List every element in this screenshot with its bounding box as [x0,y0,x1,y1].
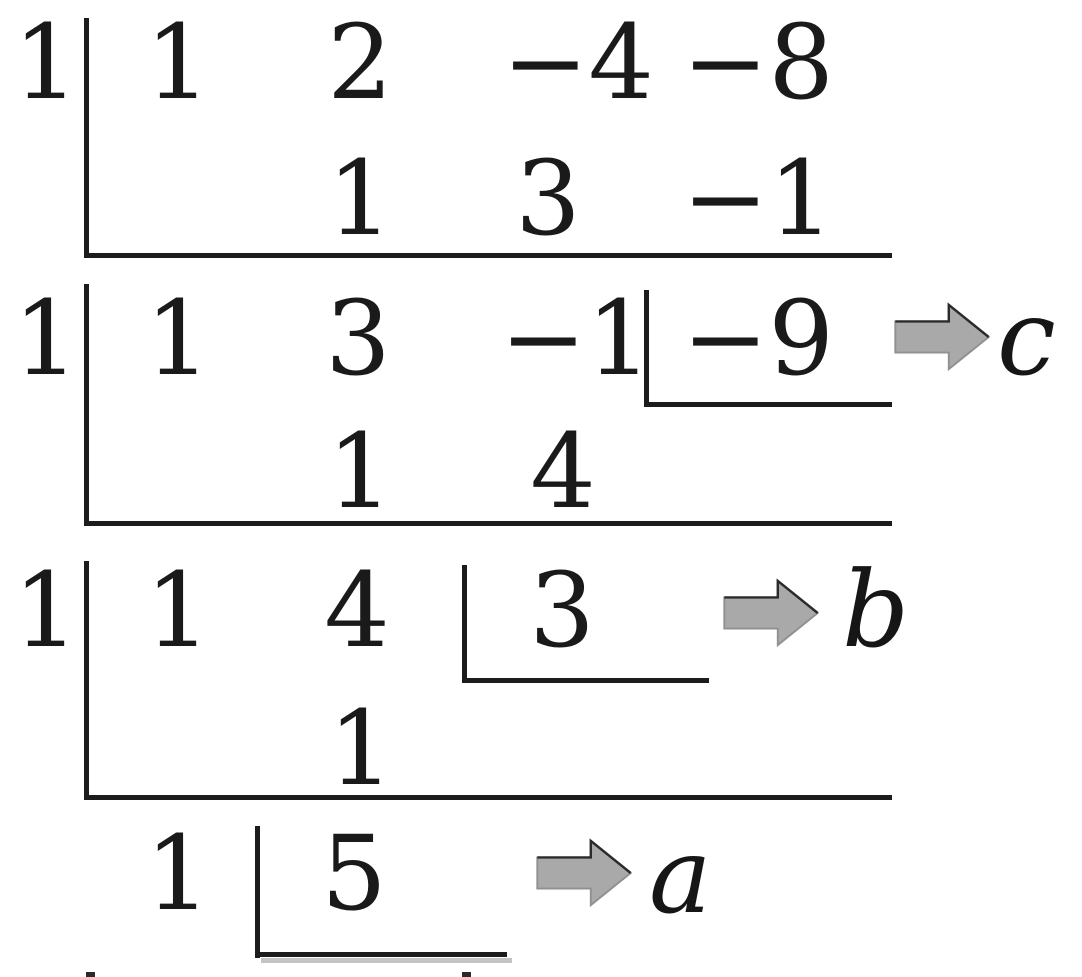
block4-bracket-shadow [261,958,512,963]
block3-row1-cell1: 1 [145,551,211,671]
arrow-right-icon [894,302,991,372]
block2-row2-cell3: 4 [530,412,596,532]
arrow-right-icon [723,578,820,648]
arrow-right-icon [536,838,633,908]
block2-divisor: 1 [13,279,79,399]
block1-division-bar [84,18,89,258]
block3-divisor: 1 [13,551,79,671]
block3-remainder-bracket-horizontal [462,678,709,683]
result-label-b: b [842,549,910,671]
block3-division-bar [84,561,89,800]
block2-row1-cell3: −1 [500,279,652,399]
block2-row1-cell2: 3 [325,279,391,399]
block2-sum-line [84,521,892,526]
block1-row2-cell2: 1 [327,139,393,259]
block1-row1-cell3: −4 [502,3,654,123]
result-label-c: c [997,277,1056,399]
block1-row2-cell3: 3 [515,139,581,259]
block4-row-cell1: 1 [145,814,211,934]
block1-row1-cell4: −8 [682,3,834,123]
result-label-a: a [649,815,712,937]
block1-divisor: 1 [13,3,79,123]
block3-remainder: 3 [529,551,595,671]
block4-remainder-bracket-horizontal [255,952,507,957]
block3-row1-cell2: 4 [324,551,390,671]
block1-row2-cell4: −1 [682,139,834,259]
block2-remainder-bracket-horizontal [644,402,892,407]
block4-remainder: 5 [321,814,387,934]
block3-remainder-bracket-vertical [462,565,467,683]
block2-row1-cell1: 1 [145,279,211,399]
block3-sum-line [84,795,892,800]
block4-remainder-bracket-vertical [255,826,260,958]
block1-sum-line [84,253,892,258]
cut-off-text-fragment [86,972,95,977]
block1-row1-cell2: 2 [327,3,393,123]
block2-remainder: −9 [682,279,834,399]
block2-remainder-bracket-vertical [644,290,649,407]
block1-row1-cell1: 1 [145,3,211,123]
block3-row2-cell2: 1 [328,689,394,809]
block2-row2-cell2: 1 [327,412,393,532]
block2-division-bar [84,284,89,526]
cut-off-text-fragment [462,972,471,977]
